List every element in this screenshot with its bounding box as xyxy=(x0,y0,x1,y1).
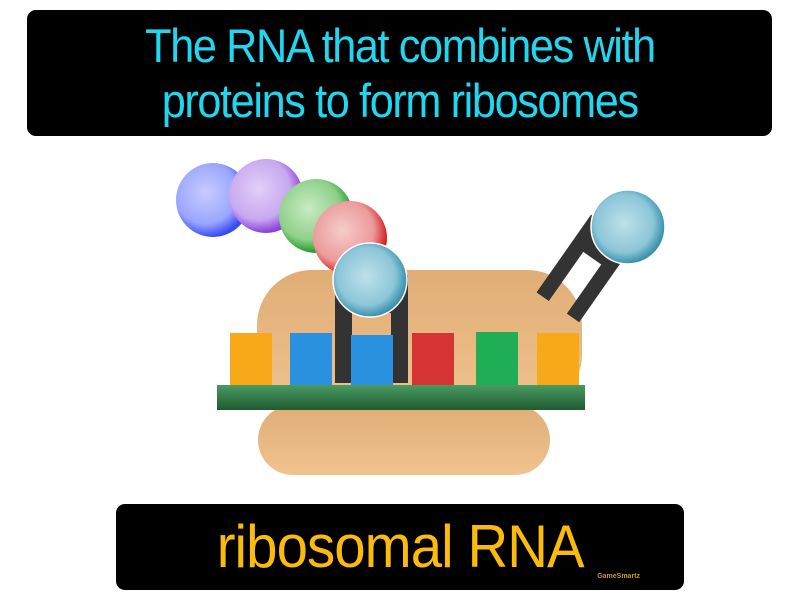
definition-banner: The RNA that combines with proteins to f… xyxy=(27,10,772,136)
term-title: ribosomal RNA xyxy=(216,513,584,580)
mrna-strand xyxy=(217,385,585,410)
term-banner: ribosomal RNA GameSmartz xyxy=(116,504,684,590)
brand-label: GameSmartz xyxy=(597,573,640,580)
definition-line-2: proteins to form ribosomes xyxy=(161,74,638,127)
small-subunit xyxy=(258,405,550,475)
definition-line-1: The RNA that combines with xyxy=(144,19,656,72)
